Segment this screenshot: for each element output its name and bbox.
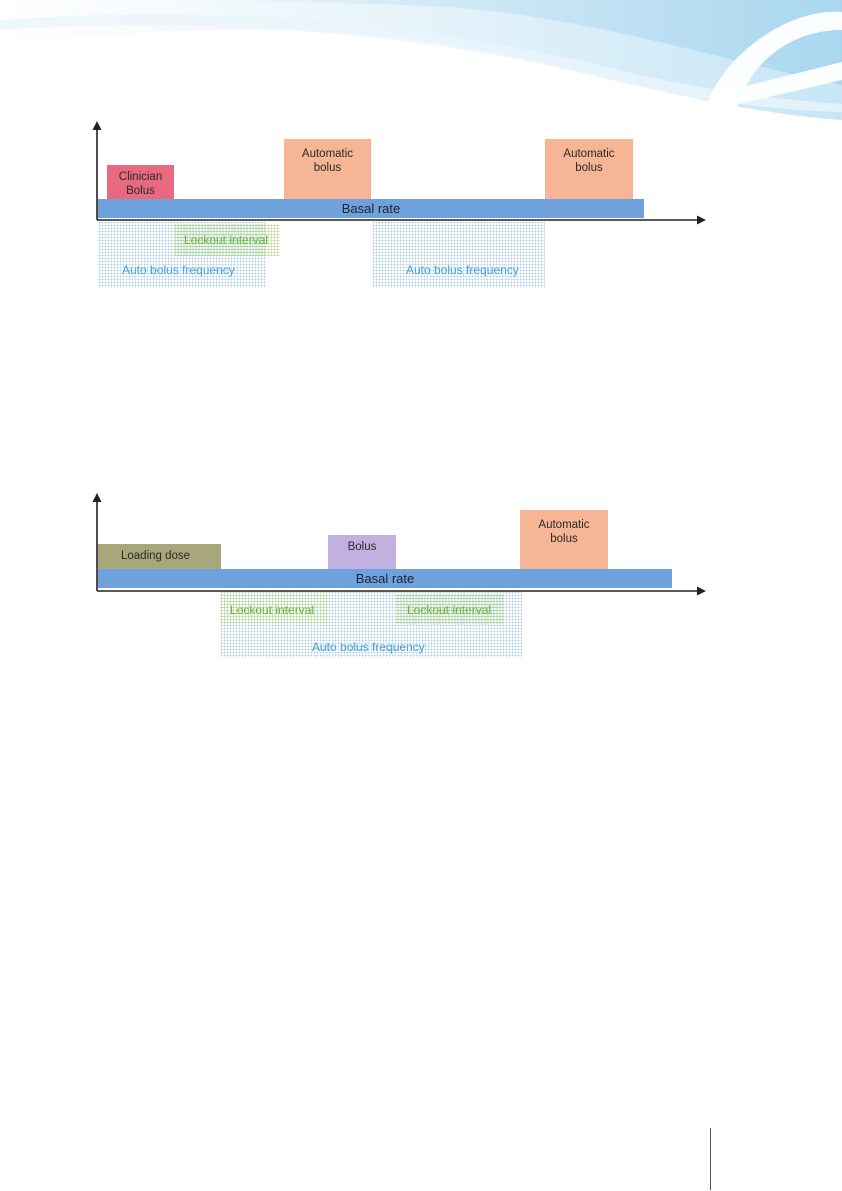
diagram-2-axes <box>0 0 842 700</box>
loading-dose-block: Loading dose <box>98 544 221 569</box>
diagram-loading-dose: Lockout interval Lockout interval Auto b… <box>0 0 842 700</box>
basal-rate-bar: Basal rate <box>98 569 672 588</box>
bolus-block: Bolus <box>328 535 396 569</box>
footer-divider <box>710 1128 711 1190</box>
automatic-bolus-block: Automatic bolus <box>520 510 608 569</box>
